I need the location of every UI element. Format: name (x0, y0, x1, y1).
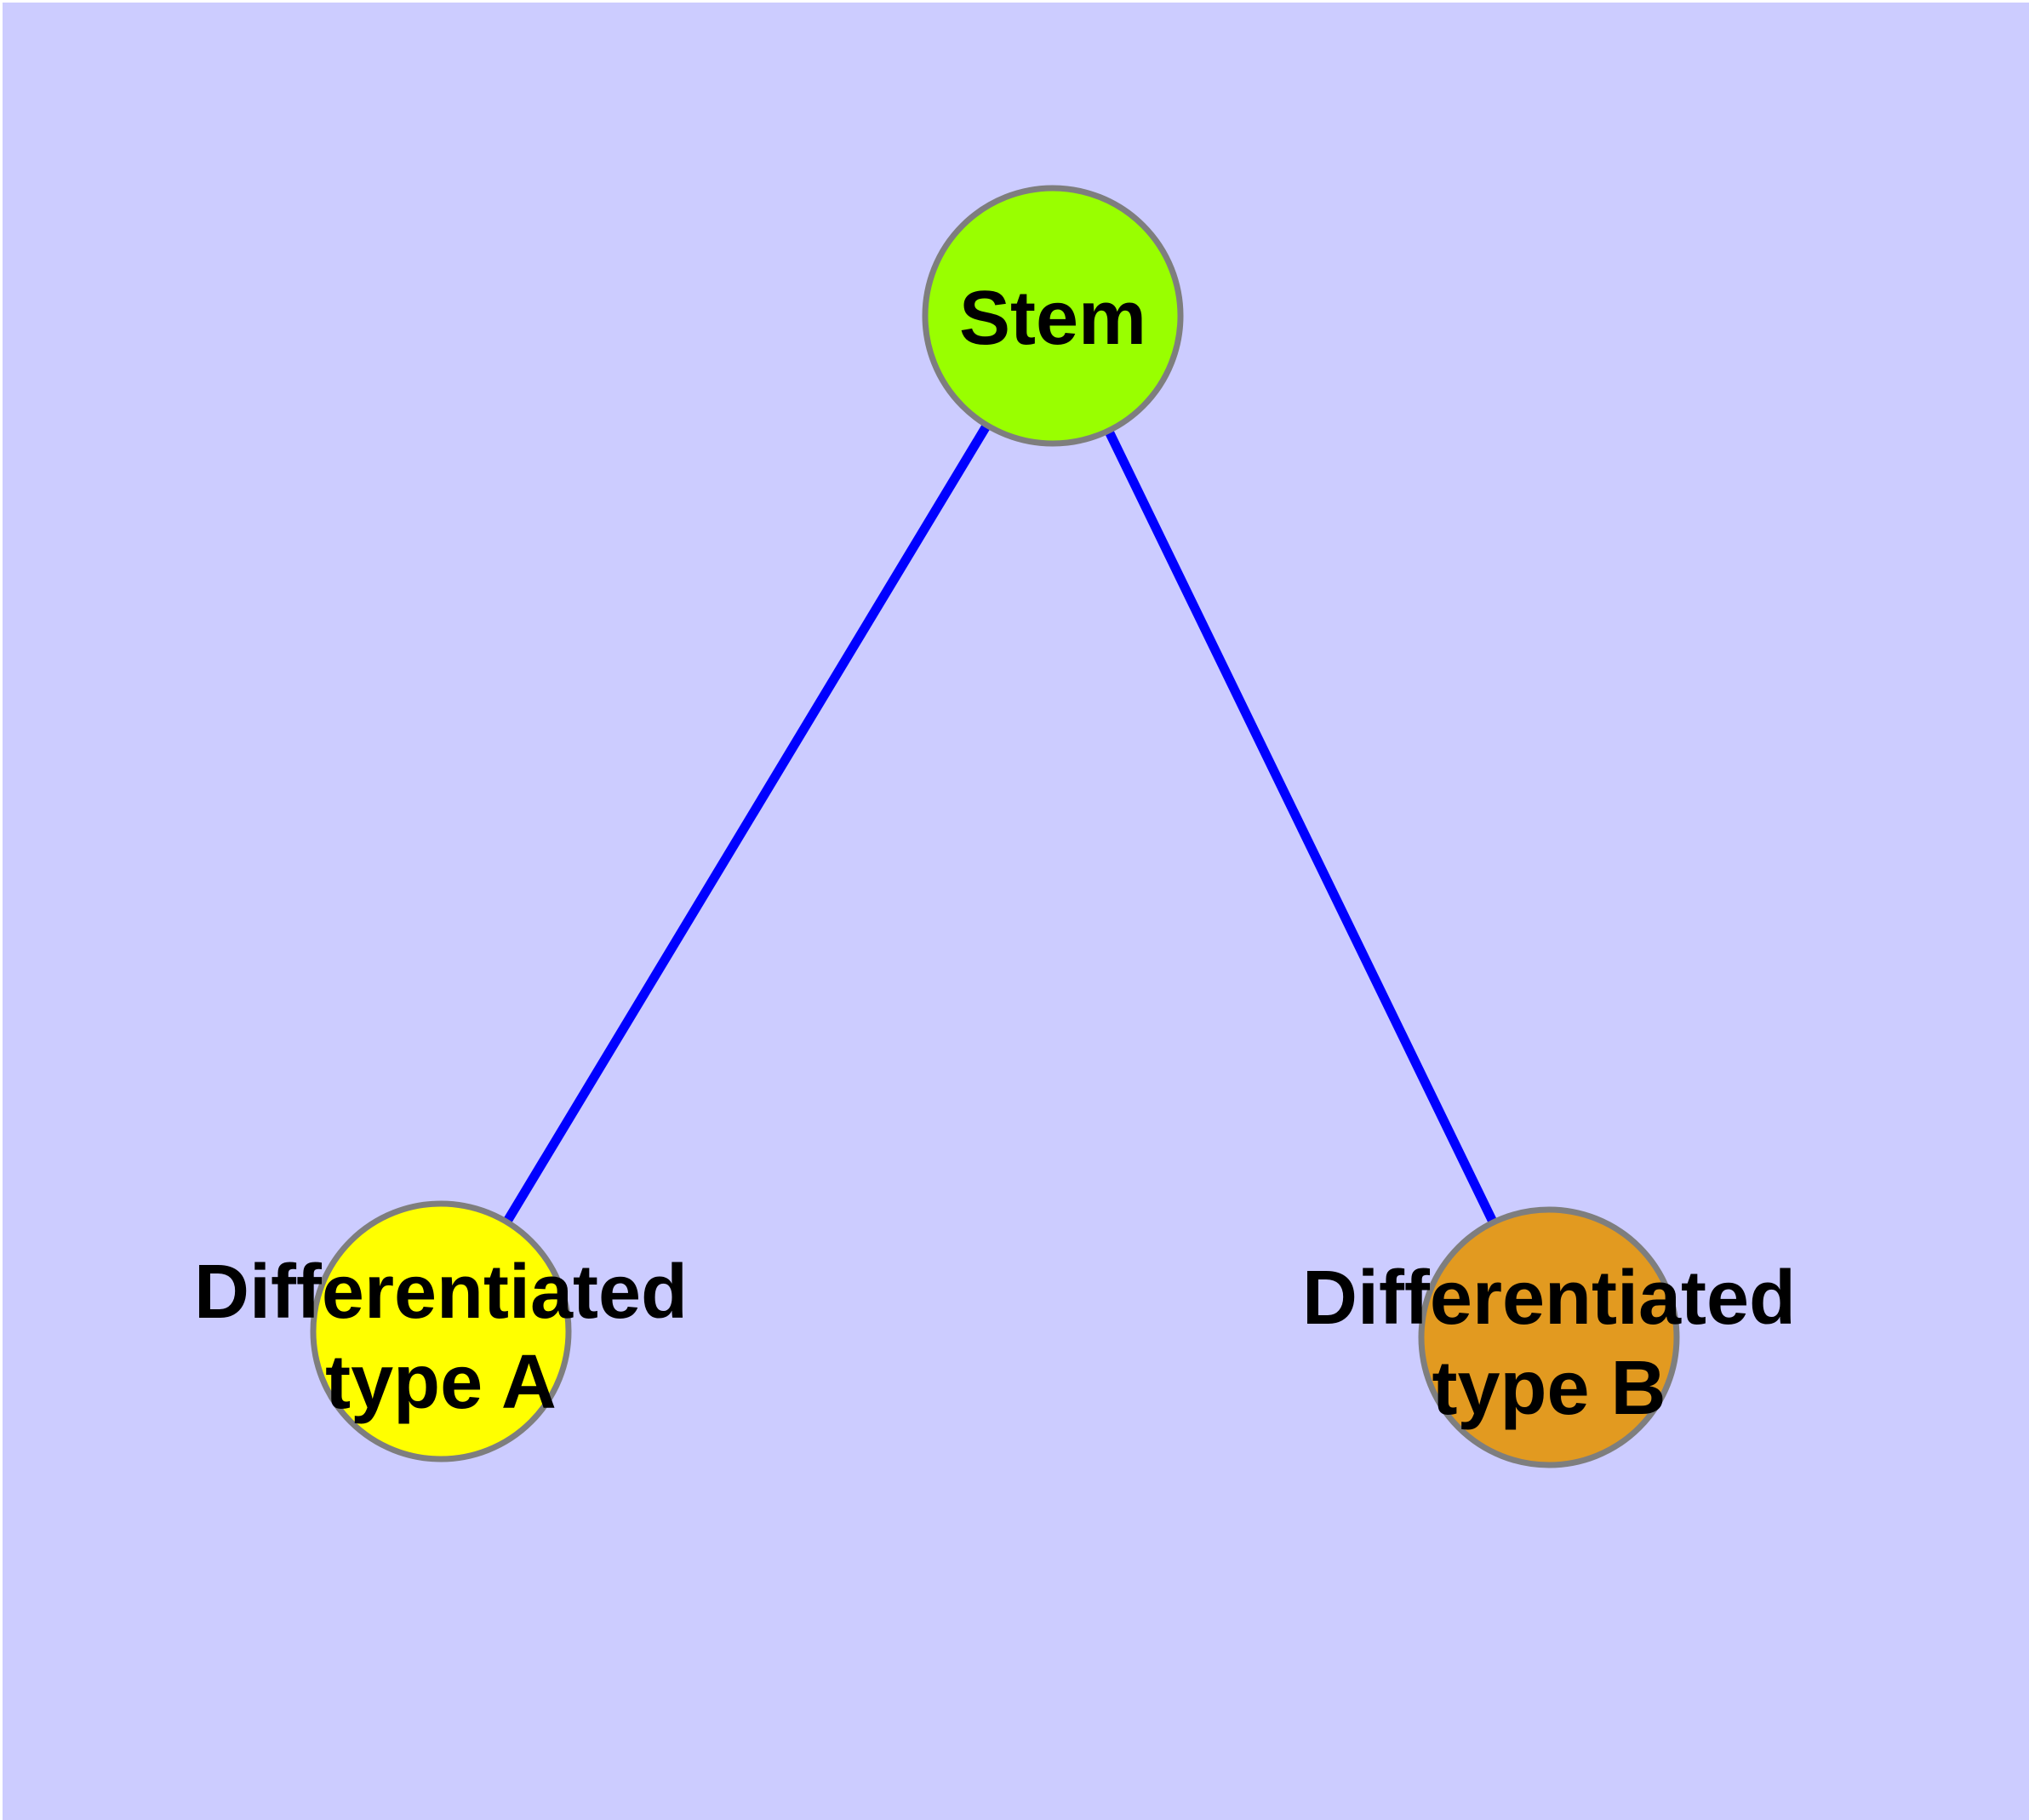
node-type-a-label-line1: Differentiated (194, 1250, 688, 1335)
node-differentiated-type-b (1418, 1206, 1680, 1468)
node-type-b-label-line1: Differentiated (1302, 1256, 1796, 1341)
node-type-b-label-line2: type B (1432, 1346, 1666, 1431)
node-type-a-label-line2: type A (325, 1340, 557, 1425)
edge-stem-to-type-b (1049, 313, 1553, 1340)
edge-stem-to-type-a (437, 313, 1057, 1334)
node-stem (922, 185, 1184, 447)
node-stem-label: Stem (959, 276, 1146, 361)
node-differentiated-type-a (310, 1200, 572, 1462)
